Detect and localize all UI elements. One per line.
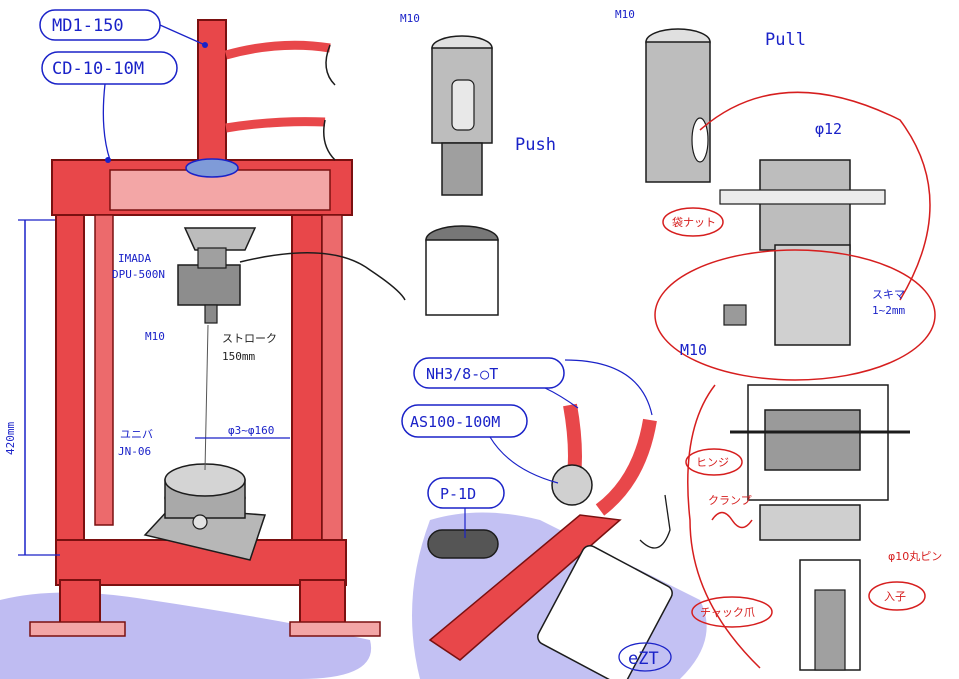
height-dimension	[18, 219, 60, 556]
label-jn-2: JN-06	[118, 445, 151, 458]
svg-text:eZT: eZT	[628, 649, 659, 669]
label-stroke-1: ストローク	[222, 332, 277, 345]
label-hinge: ヒンジ	[685, 448, 743, 476]
label-m10-mid: M10	[680, 341, 707, 359]
label-pin: φ10丸ピン	[888, 550, 942, 563]
label-dia: φ3~φ160	[228, 424, 274, 437]
chuck-vise	[143, 324, 267, 561]
label-height: 420mm	[4, 422, 17, 455]
label-jn-1: ユニバ	[120, 428, 153, 441]
svg-text:チャック爪: チャック爪	[700, 606, 755, 619]
label-clamp: クランプ	[708, 494, 752, 507]
label-imada-2: DPU-500N	[112, 268, 165, 281]
label-md1: MD1-150	[39, 9, 208, 48]
svg-text:P-1D: P-1D	[440, 485, 476, 503]
label-m10-left: M10	[145, 330, 165, 343]
label-nh3: NH3/8-○T	[413, 357, 653, 416]
clevis-joint	[654, 91, 936, 381]
label-pull: Pull	[765, 30, 806, 50]
clamp-detail	[687, 384, 910, 671]
label-chuck: チャック爪	[691, 596, 773, 628]
label-as100: AS100-100M	[401, 404, 559, 484]
label-sukima-1: スキマ	[872, 288, 905, 301]
label-sukima-2: 1~2mm	[872, 304, 905, 317]
pull-adapter	[645, 28, 711, 183]
label-stroke-2: 150mm	[222, 350, 255, 363]
label-m10-top-mid: M10	[400, 12, 420, 25]
svg-text:入子: 入子	[884, 590, 906, 603]
label-cd: CD-10-10M	[41, 51, 178, 163]
label-m10-top-right: M10	[615, 8, 635, 21]
svg-text:袋ナット: 袋ナット	[672, 215, 716, 229]
label-push: Push	[515, 135, 556, 155]
force-gauge	[177, 227, 406, 324]
label-ezt: eZT	[618, 642, 672, 672]
press-frame	[29, 19, 381, 637]
label-fukuro: 袋ナット	[662, 207, 724, 237]
hose-and-pump	[427, 403, 673, 679]
label-iriko: 入子	[868, 581, 926, 611]
svg-text:MD1-150: MD1-150	[52, 16, 124, 36]
svg-text:ヒンジ: ヒンジ	[696, 456, 729, 469]
svg-text:CD-10-10M: CD-10-10M	[52, 59, 144, 79]
label-p1d: P-1D	[427, 477, 505, 538]
svg-text:NH3/8-○T: NH3/8-○T	[426, 365, 498, 383]
push-adapter	[425, 35, 499, 316]
label-imada-1: IMADA	[118, 252, 151, 265]
svg-text:AS100-100M: AS100-100M	[410, 413, 500, 431]
label-phi12: φ12	[815, 120, 842, 138]
